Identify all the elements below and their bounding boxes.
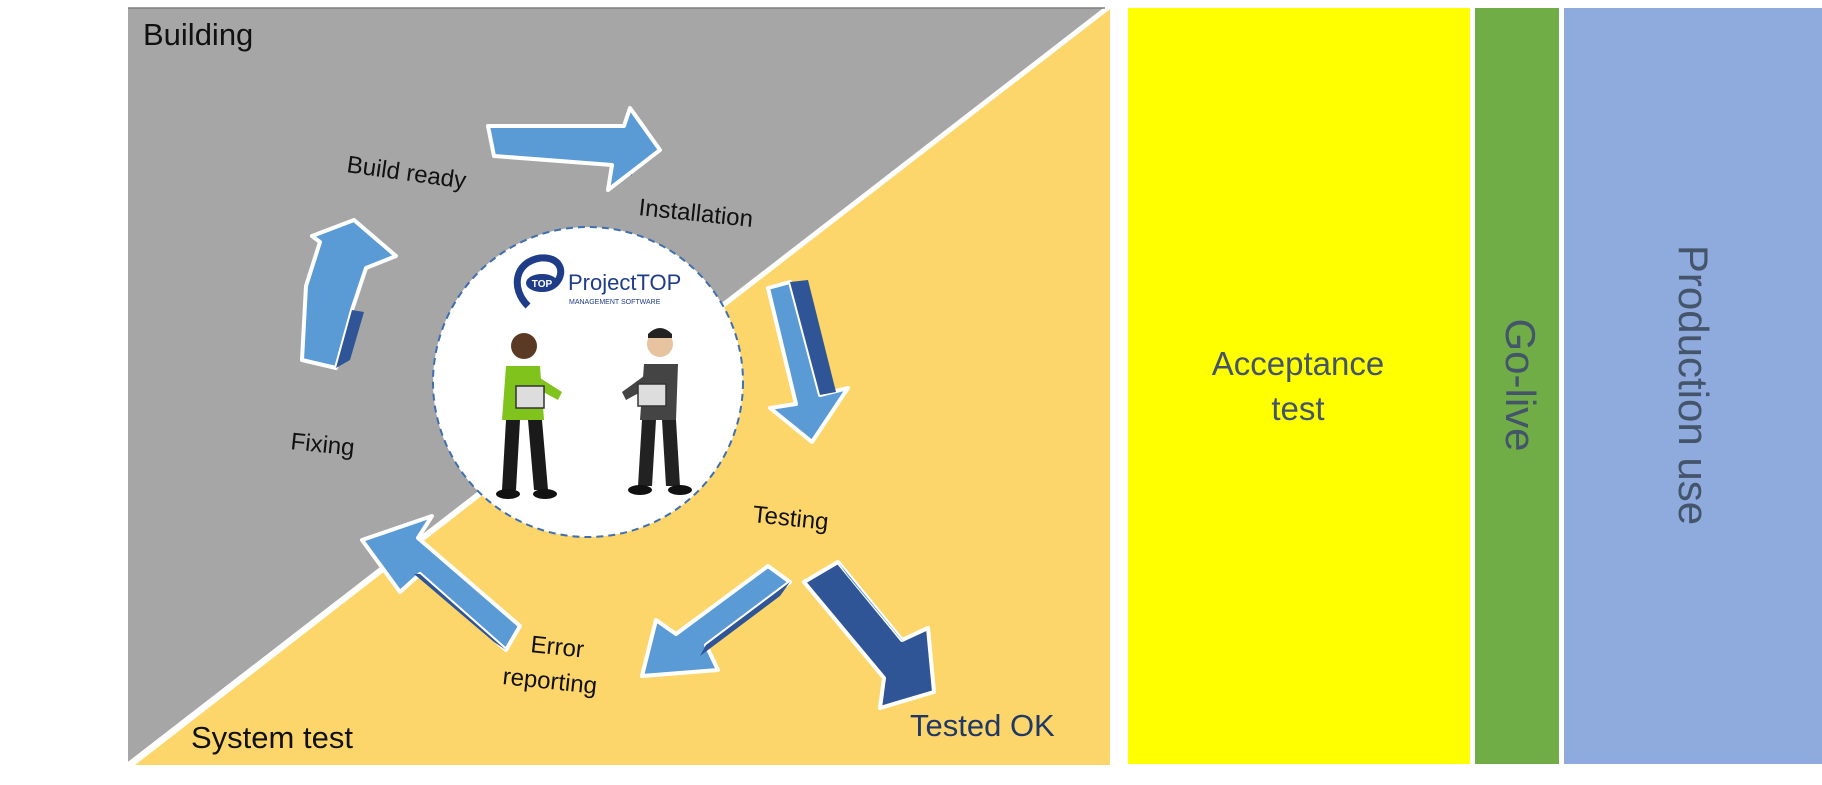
system-test-title: System test: [191, 720, 353, 755]
arrow-tested-ok: [802, 560, 936, 710]
acceptance-test-column: [1128, 8, 1470, 764]
fixing-label: Fixing: [289, 428, 356, 462]
arrow-testing-to-error-reporting: [640, 564, 792, 678]
projecttop-logo: TOP ProjectTOP MANAGEMENT SOFTWARE: [513, 254, 681, 309]
error-reporting-label-line1: Error: [529, 631, 585, 663]
logo-name: ProjectTOP: [568, 270, 681, 295]
arrow-installation-to-testing: [766, 280, 850, 444]
go-live-column: [1475, 8, 1559, 764]
logo-tagline: MANAGEMENT SOFTWARE: [569, 299, 661, 306]
go-live-label: Go-live: [1497, 318, 1544, 451]
arrow-build-to-installation: [486, 106, 662, 192]
logo-badge-text: TOP: [532, 279, 553, 290]
person-left: [496, 333, 562, 499]
acceptance-label-line2: test: [1271, 390, 1324, 427]
person-right: [622, 328, 692, 495]
arrow-error-to-fixing: [360, 514, 522, 652]
tested-ok-label: Tested OK: [910, 708, 1055, 743]
acceptance-label-line1: Acceptance: [1212, 345, 1384, 382]
team-illustration: TOP ProjectTOP MANAGEMENT SOFTWARE: [432, 226, 744, 538]
arrow-fixing-to-build: [300, 218, 398, 370]
production-use-column: [1564, 8, 1822, 764]
production-use-label: Production use: [1670, 245, 1717, 525]
building-title: Building: [143, 17, 253, 52]
